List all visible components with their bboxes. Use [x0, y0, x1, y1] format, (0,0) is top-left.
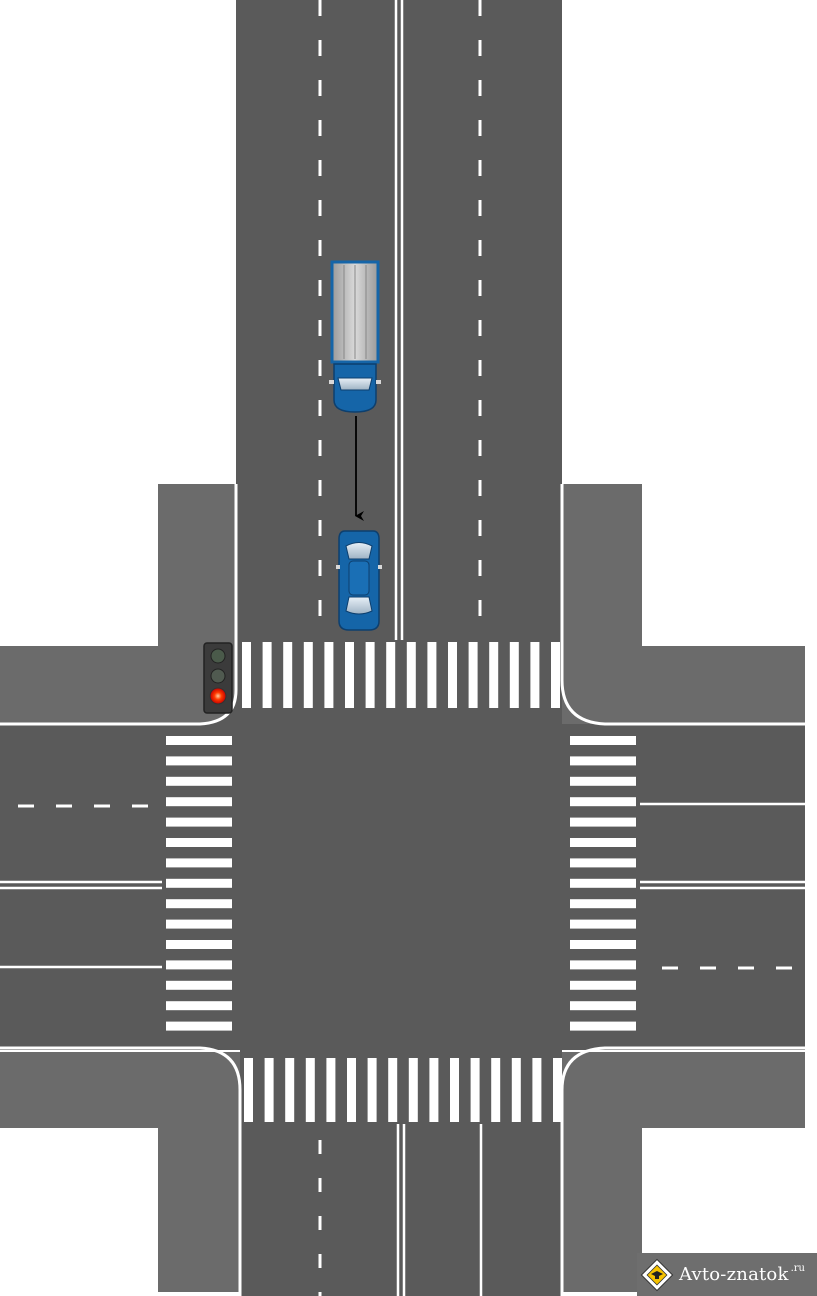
crosswalk-stripe — [491, 1058, 501, 1122]
crosswalk-stripe — [166, 756, 232, 766]
sidewalk-nw-horizontal — [0, 646, 236, 724]
crosswalk-stripe — [345, 642, 354, 708]
north-lane-dashes — [318, 0, 482, 640]
crosswalk-north — [242, 642, 560, 708]
south-lane-markings — [318, 1124, 483, 1296]
road-north — [236, 0, 562, 730]
crosswalk-stripe — [468, 642, 478, 708]
signal-red-lamp — [209, 687, 227, 705]
crosswalk-stripe — [570, 838, 636, 847]
crosswalk-stripe — [166, 960, 232, 970]
crosswalk-stripe — [532, 1058, 542, 1122]
curb-lines — [0, 484, 805, 1296]
crosswalk-stripe — [551, 642, 560, 708]
north-center-line — [394, 0, 404, 640]
signal-green-lamp — [210, 648, 226, 664]
crosswalk-stripe — [166, 980, 232, 990]
crosswalk-stripe — [570, 980, 636, 990]
crosswalk-stripe — [470, 1058, 480, 1122]
crosswalk-stripe — [570, 1021, 636, 1031]
crosswalk-stripe — [429, 1058, 439, 1122]
crosswalk-stripe — [509, 642, 519, 708]
crosswalk-stripe — [166, 858, 232, 868]
priority-road-sign-icon — [637, 1253, 677, 1296]
crosswalk-stripe — [427, 642, 437, 708]
crosswalk-stripe — [570, 756, 636, 766]
crosswalk-stripe — [408, 1058, 418, 1122]
crosswalk-stripe — [553, 1058, 562, 1122]
crosswalk-stripe — [283, 642, 293, 708]
crosswalk-stripe — [570, 899, 636, 909]
crosswalk-stripe — [166, 817, 232, 827]
crosswalk-stripe — [570, 776, 636, 786]
crosswalk-stripe — [511, 1058, 521, 1122]
watermark-brand: Avto-znatok — [679, 1264, 789, 1285]
car-vehicle — [336, 530, 382, 631]
crosswalk-stripe — [570, 960, 636, 970]
crosswalk-stripe — [570, 919, 636, 929]
crosswalk-stripe — [303, 642, 313, 708]
signal-yellow-lamp — [210, 668, 226, 684]
crosswalk-stripe — [166, 736, 232, 745]
east-lane-markings — [640, 802, 805, 970]
crosswalk-stripe — [166, 776, 232, 786]
crosswalk-stripe — [448, 642, 457, 708]
crosswalk-stripe — [570, 940, 636, 949]
crosswalk-stripe — [324, 642, 334, 708]
crosswalk-stripe — [166, 940, 232, 949]
crosswalk-stripe — [242, 642, 251, 708]
watermark-badge: Avto-znatok .ru — [637, 1253, 817, 1296]
sidewalk-ne-horizontal — [562, 646, 805, 724]
crosswalk-stripe — [406, 642, 416, 708]
crosswalk-stripe — [166, 919, 232, 929]
crosswalk-west — [166, 736, 232, 1031]
crosswalk-stripe — [388, 1058, 398, 1122]
crosswalk-stripe — [386, 642, 396, 708]
crosswalk-stripe — [367, 1058, 377, 1122]
crosswalk-stripe — [166, 899, 232, 909]
crosswalk-stripe — [570, 858, 636, 868]
crosswalk-stripe — [530, 642, 540, 708]
truck-vehicle — [329, 260, 381, 413]
crosswalk-stripe — [264, 1058, 274, 1122]
sidewalk-se-horizontal — [562, 1052, 805, 1128]
watermark-suffix: .ru — [790, 1263, 805, 1274]
crosswalk-stripe — [166, 1021, 232, 1031]
crosswalk-stripe — [570, 736, 636, 745]
crosswalk-south — [244, 1058, 562, 1122]
crosswalk-stripe — [570, 797, 636, 807]
crosswalk-stripe — [489, 642, 499, 708]
crosswalk-stripe — [326, 1058, 336, 1122]
crosswalk-stripe — [570, 1001, 636, 1011]
crosswalk-stripe — [166, 797, 232, 807]
crosswalk-stripe — [365, 642, 375, 708]
west-lane-markings — [0, 804, 162, 969]
crosswalk-stripe — [305, 1058, 315, 1122]
crosswalk-stripe — [166, 1001, 232, 1011]
sidewalk-sw-horizontal — [0, 1052, 240, 1128]
crosswalk-stripe — [570, 817, 636, 827]
crosswalk-stripe — [262, 642, 272, 708]
traffic-light — [203, 642, 233, 714]
sidewalks — [0, 484, 805, 1292]
crosswalk-stripe — [166, 838, 232, 847]
crosswalk-stripe — [244, 1058, 253, 1122]
crosswalk-east — [570, 736, 636, 1031]
crosswalk-stripe — [450, 1058, 459, 1122]
crosswalk-stripe — [570, 878, 636, 888]
crosswalk-stripe — [166, 878, 232, 888]
crosswalk-stripe — [347, 1058, 356, 1122]
crosswalk-stripe — [285, 1058, 295, 1122]
